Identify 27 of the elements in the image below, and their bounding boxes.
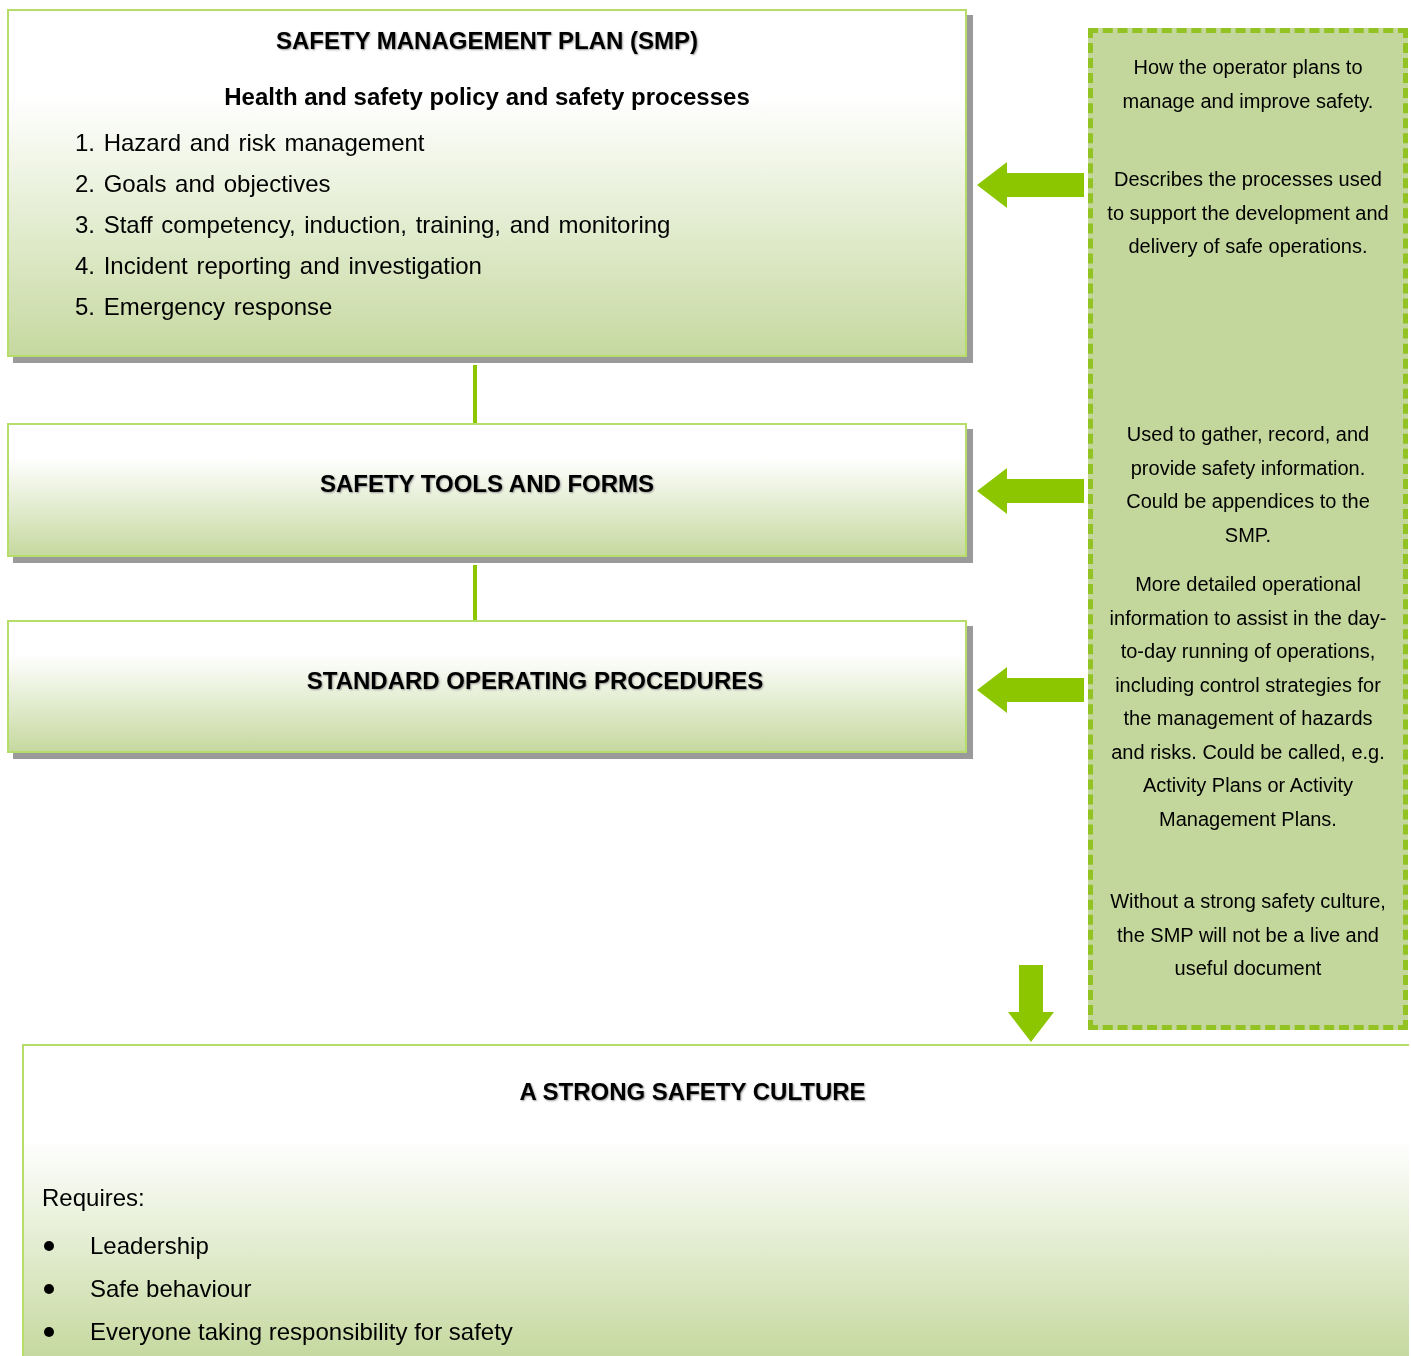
box-title: STANDARD OPERATING PROCEDURES: [306, 665, 764, 696]
description-text: Without a strong safety culture, the SMP will not be a live and useful document: [1109, 889, 1387, 981]
description-text: Describes the processes used to support the development and delivery of safe operations.: [1106, 167, 1390, 259]
box-title: SAFETY TOOLS AND FORMS: [319, 469, 655, 499]
connector-line: [473, 565, 477, 620]
description-text: Used to gather, record, and provide safety information. Could be appendices to the SMP.: [1125, 422, 1371, 548]
block-arrow: [977, 667, 1084, 713]
list-item: Safe behaviour: [90, 1274, 252, 1304]
list-item: 3. Staff competency, induction, training, and monitoring: [75, 210, 672, 240]
box-title: SAFETY MANAGEMENT PLAN (SMP): [275, 26, 699, 56]
list-item: 5. Emergency response: [75, 292, 334, 322]
list-item: 4. Incident reporting and investigation: [75, 251, 483, 281]
process-box: [22, 1044, 1409, 1356]
block-arrow: [977, 468, 1084, 514]
box-subtitle: Health and safety policy and safety processes: [224, 82, 750, 112]
block-arrow: [977, 162, 1084, 208]
description-panel: [1088, 28, 1408, 1030]
list-item: Leadership: [90, 1231, 209, 1261]
requires-label: Requires:: [42, 1183, 146, 1213]
description-text: How the operator plans to manage and improve safety.: [1121, 55, 1375, 114]
connector-line: [473, 365, 477, 423]
list-item: Everyone taking responsibility for safety: [90, 1317, 513, 1347]
block-arrow: [1008, 965, 1054, 1042]
list-item: 2. Goals and objectives: [75, 169, 332, 199]
list-item: 1. Hazard and risk management: [75, 128, 426, 158]
description-text: More detailed operational information to assist in the day-to-day running of operations, including control strategies for the management of hazards and risks. Could be called, e.g. Activity Plans or Activity Management Plans.: [1108, 572, 1388, 832]
box-title: A STRONG SAFETY CULTURE: [519, 1077, 866, 1107]
